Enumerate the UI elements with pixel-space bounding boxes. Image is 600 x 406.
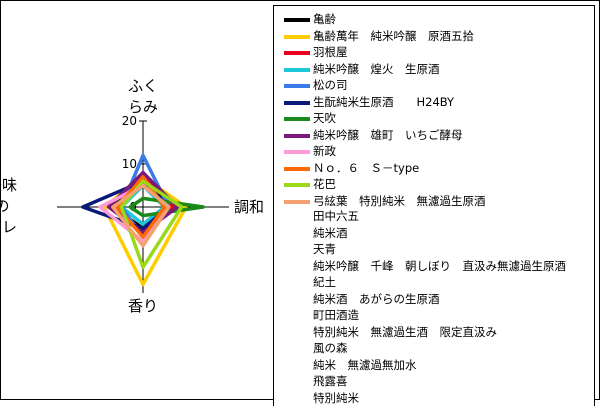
legend-entry-label: 町田酒造 [313,308,359,322]
legend-entry-label: 生酛純米生原酒 H24BY [313,94,455,109]
axis-label-kaori: 香り [128,297,158,315]
legend-entry-label: 天吹 [313,111,336,125]
tick-label: 10 [122,157,137,171]
legend-entry-label: 純米吟醸 千峰 朝しぼり 直汲み無濾過生原酒 [313,258,566,273]
legend-swatch [284,183,310,187]
legend-swatch [284,51,310,55]
legend-swatch [284,150,310,154]
legend-entry-label: 紀土 [313,275,336,289]
legend-entry-label: 特別純米 無濾過生酒 限定直汲み [313,324,497,339]
legend-swatch [284,166,310,171]
legend: 亀齢亀齢萬年 純米吟醸 原酒五拾羽根屋純米吟醸 煌火 生原酒松の司生酛純米生原酒… [273,5,595,406]
legend-entry-label: 天青 [313,242,336,256]
legend-swatch [284,18,310,22]
legend-swatch [284,34,310,39]
legend-swatch [284,67,310,72]
axis-label-atoaji: 後味 [0,176,17,194]
legend-entry-label: 純米吟醸 煌火 生原酒 [313,61,440,76]
legend-entry-label: 特別純米 [313,390,359,405]
axis-label-chouwa: 調和 [234,198,264,216]
legend-entry-label: 純米 無濾過無加水 [313,357,417,372]
axis-label-fukurami: らみ [128,98,158,116]
legend-entry-label: 弓絃葉 特別純米 無濾過生原酒 [313,193,486,208]
legend-entry-label: 風の森 [313,341,348,355]
axis-label-atoaji: キレ [0,218,17,236]
legend-entry-label: 純米酒 あがらの生原酒 [313,291,440,306]
legend-swatch [284,84,310,88]
legend-swatch [284,199,310,204]
legend-entry-label: 亀齢 [313,12,336,26]
legend-entry-label: 田中六五 [313,209,359,223]
series-polygon-6 [128,196,205,218]
series-polygon-11 [111,183,171,248]
series-polygon-10 [119,179,184,269]
axis-label-atoaji: の [0,197,10,215]
legend-entry-label: 亀齢萬年 純米吟醸 原酒五拾 [313,28,474,43]
legend-swatch [284,117,310,121]
legend-entry-label: 花巴 [313,177,336,191]
legend-entry-label: 松の司 [313,78,348,92]
legend-entry-label: Ｎｏ．６ Ｓ－type [313,160,420,175]
axis-label-fukurami: ふく [128,77,158,95]
legend-entry-label: 純米吟醸 雄町 いちご酵母 [313,127,463,142]
legend-entry-label: 新政 [313,144,336,158]
legend-swatch [284,133,310,138]
radar-chart: 01020ふくらみ調和香り後味のキレ [0,77,264,315]
legend-entry-label: 純米酒 [313,225,348,240]
legend-entry-label: 飛露喜 [313,374,348,388]
legend-entry-label: 羽根屋 [313,45,348,59]
tick-label: 20 [122,114,137,128]
legend-swatch [284,100,310,105]
